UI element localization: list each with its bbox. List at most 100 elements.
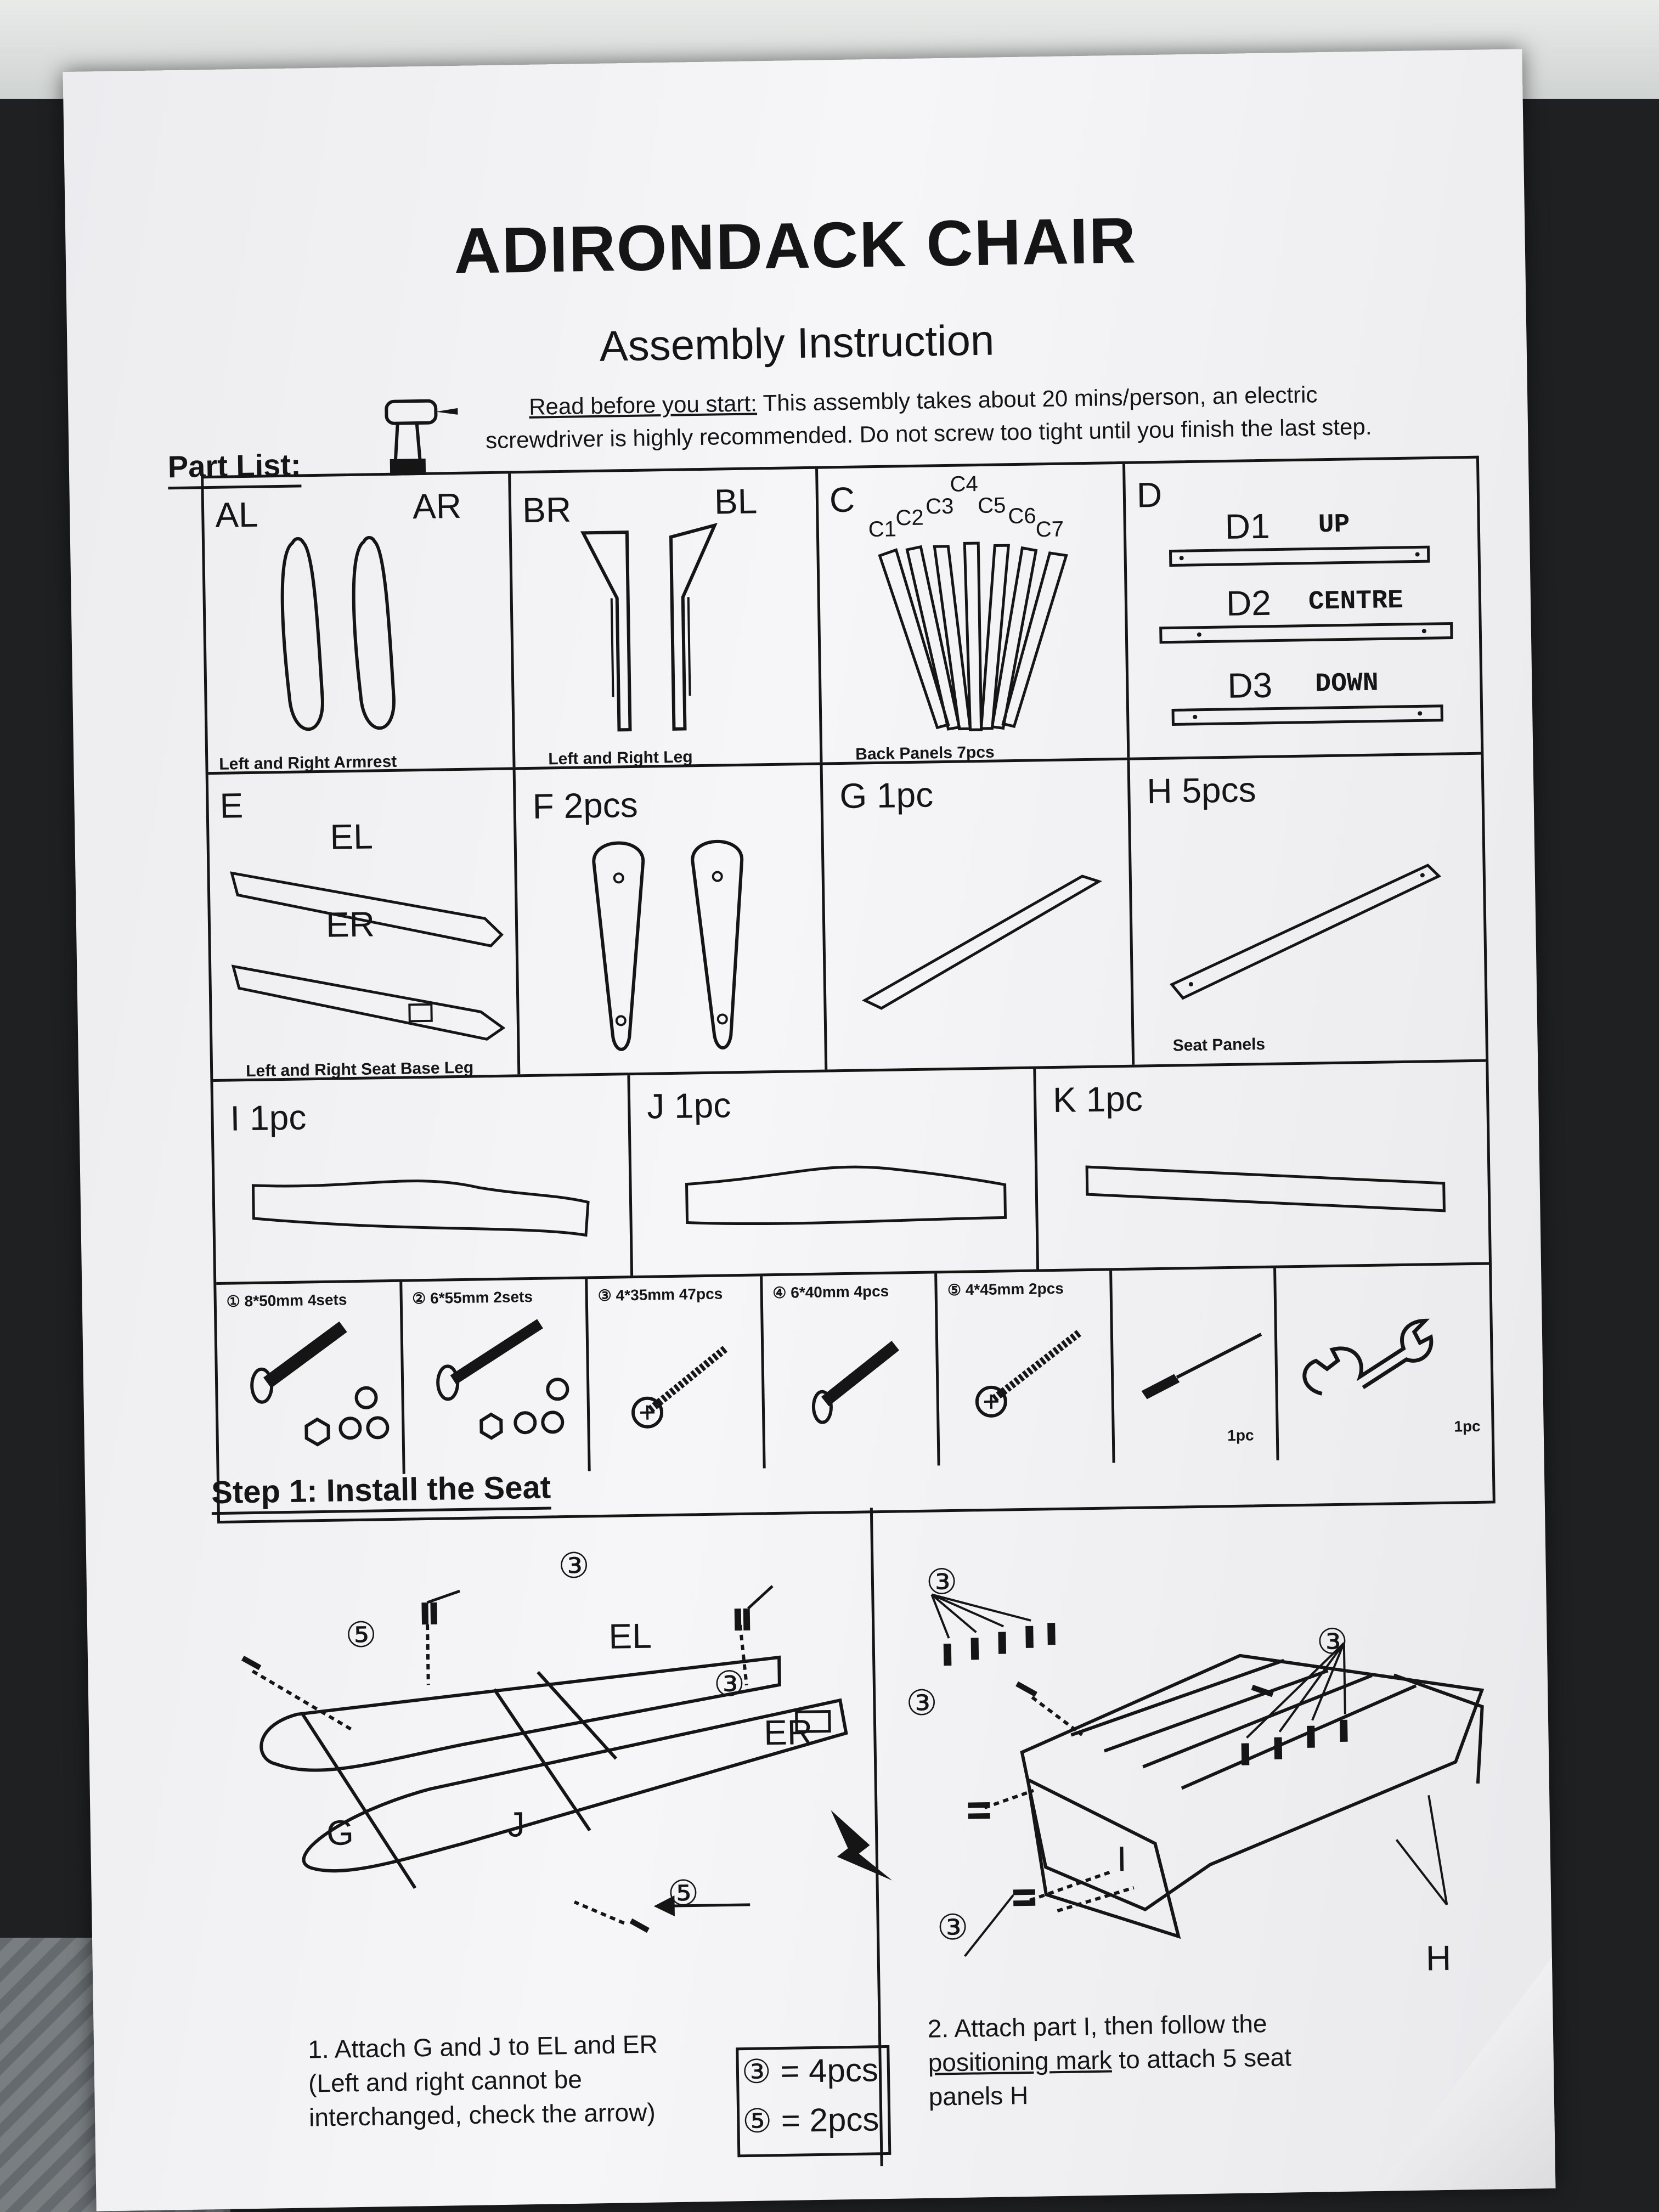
part-caption-a: Left and Right Armrest [219, 752, 397, 774]
page-subtitle: Assembly Instruction [599, 315, 995, 370]
part-label-c1: C1 [868, 517, 897, 542]
i-board-drawing [251, 1180, 590, 1237]
parts-row-3: I 1pc J 1pc K 1pc [213, 1062, 1489, 1285]
hardware-label-1: ① 8*50mm 4sets [226, 1291, 347, 1310]
step1-seat-base-diagram [241, 1585, 893, 1933]
wrench-icon [1302, 1318, 1434, 1396]
parts-row-2: E EL ER Left and Right Seat Base Leg F 2… [208, 754, 1486, 1082]
part-cell-g: G 1pc [822, 760, 1135, 1070]
part-label-d1-pos: UP [1318, 510, 1350, 540]
hardware-cell-1: ① 8*50mm 4sets [216, 1282, 405, 1477]
hardware-label-5: ⑤ 4*45mm 2pcs [947, 1279, 1064, 1299]
hardware-cell-4: ④ 6*40mm 4pcs [762, 1273, 940, 1469]
step1-left-text: 1. Attach G and J to EL and ER (Left and… [308, 2026, 726, 2135]
part-label-c6: C6 [1008, 504, 1036, 529]
part-caption-h: Seat Panels [1172, 1035, 1266, 1055]
callout-screw-3-top: ③ [557, 1545, 590, 1586]
hardware-cell-screwdriver: 1pc [1112, 1268, 1279, 1463]
callout-er: ER [763, 1712, 813, 1753]
callout-screw-3-step2-c: ③ [905, 1683, 938, 1723]
part-label-i: I 1pc [229, 1097, 307, 1138]
callout-h: H [1425, 1938, 1452, 1978]
callout-screw-5-left: ⑤ [345, 1615, 377, 1655]
callout-screw-3-right: ③ [713, 1663, 746, 1704]
part-caption-e: Left and Right Seat Base Leg [245, 1058, 474, 1081]
callout-screw-3-step2-a: ③ [926, 1561, 958, 1602]
step2-seat-panels-diagram [930, 1593, 1485, 1957]
positioning-mark-text: positioning mark [928, 2045, 1113, 2077]
part-label-c: C [829, 479, 855, 520]
part-label-c5: C5 [977, 493, 1006, 518]
part-label-g: G 1pc [839, 775, 934, 816]
part-label-c2: C2 [895, 505, 924, 531]
intro-line-2: screwdriver is highly recommended. Do no… [485, 413, 1372, 454]
screw-4x35-icon [631, 1345, 729, 1429]
callout-i: I [1116, 1839, 1127, 1879]
part-label-f: F 2pcs [532, 785, 639, 826]
part-cell-d: D D1 UP D2 CENTRE D3 DOWN [1125, 459, 1481, 758]
callout-screw-3-step2-d: ③ [936, 1907, 969, 1948]
part-label-al: AL [215, 494, 259, 535]
part-caption-b: Left and Right Leg [548, 748, 693, 769]
hardware-label-4: ④ 6*40mm 4pcs [772, 1282, 889, 1302]
page-title: ADIRONDACK CHAIR [453, 204, 1137, 287]
part-label-ar: AR [412, 486, 462, 527]
intro-text-1: This assembly takes about 20 mins/person… [757, 381, 1318, 416]
part-cell-i: I 1pc [213, 1075, 634, 1283]
callout-g: G [326, 1813, 354, 1853]
part-label-h: H 5pcs [1146, 770, 1257, 811]
bolt-6x40-icon [811, 1340, 899, 1424]
step1-heading: Step 1: Install the Seat [211, 1469, 551, 1515]
f-panels-drawing [592, 839, 744, 1051]
step1-left-text-line-3: interchanged, check the arrow) [308, 2097, 656, 2132]
instruction-sheet: ADIRONDACK CHAIR Assembly Instruction Re… [63, 49, 1556, 2211]
step1-right-text-line-2-rest: to attach 5 seat [1111, 2042, 1292, 2074]
step1-right-text-line-3: panels H [928, 2080, 1029, 2111]
callout-j: J [507, 1804, 526, 1844]
part-cell-e: E EL ER Left and Right Seat Base Leg [208, 770, 521, 1081]
hardware-label-3: ③ 4*35mm 47pcs [597, 1285, 723, 1305]
screwdriver-qty: 1pc [1227, 1426, 1254, 1444]
hardware-row: ① 8*50mm 4sets ② 6*55mm 2sets [216, 1265, 1492, 1477]
k-board-drawing [1085, 1165, 1446, 1212]
screw-4x45-icon [975, 1328, 1084, 1418]
hardware-cell-wrench: 1pc [1276, 1265, 1492, 1460]
bolt-6x55-icon [436, 1319, 569, 1440]
part-label-e: E [219, 786, 244, 826]
step1-count-5: ⑤ = 2pcs [742, 2101, 879, 2140]
part-cell-j: J 1pc [630, 1069, 1040, 1276]
part-label-d: D [1136, 475, 1163, 515]
part-cell-f: F 2pcs [515, 765, 828, 1075]
hardware-label-2: ② 6*55mm 2sets [412, 1288, 533, 1307]
part-label-bl: BL [714, 481, 758, 522]
callout-screw-3-step2-b: ③ [1316, 1621, 1348, 1662]
screwdriver-icon [1141, 1333, 1262, 1400]
leg-drawing [580, 523, 718, 732]
part-cell-h: H 5pcs Seat Panels [1130, 755, 1486, 1065]
wrench-qty: 1pc [1454, 1417, 1481, 1435]
part-cell-c: C C1 C2 C3 C4 C5 C6 C7 [818, 464, 1130, 764]
h-board-drawing [1169, 864, 1442, 1000]
part-label-el: EL [329, 816, 374, 857]
part-label-c3: C3 [925, 494, 954, 519]
callout-screw-5-bottom: ⑤ [667, 1873, 699, 1914]
part-caption-c: Back Panels 7pcs [855, 743, 995, 764]
seat-base-leg-drawing [230, 871, 506, 1041]
part-label-c7: C7 [1035, 517, 1064, 542]
part-label-d1: D1 [1224, 506, 1271, 546]
hardware-cell-3: ③ 4*35mm 47pcs [588, 1276, 766, 1471]
parts-row-1: AL AR Left and Right Armrest BR BL Left … [204, 458, 1481, 775]
armrest-drawing [280, 535, 396, 731]
bolt-8x50-icon [250, 1321, 390, 1447]
part-label-br: BR [522, 489, 572, 531]
parts-table: AL AR Left and Right Armrest BR BL Left … [201, 455, 1496, 1524]
step1-right-text: 2. Attach part I, then follow the positi… [927, 2005, 1379, 2114]
intro-line-1: Read before you start: This assembly tak… [529, 381, 1318, 420]
hardware-cell-5: ⑤ 4*45mm 2pcs [937, 1271, 1115, 1466]
intro-lead: Read before you start: [528, 390, 758, 420]
d-boards-drawing [1159, 545, 1453, 726]
part-cell-k: K 1pc [1036, 1062, 1489, 1269]
part-label-j: J 1pc [646, 1085, 731, 1126]
part-label-k: K 1pc [1052, 1079, 1143, 1120]
part-label-c4: C4 [950, 472, 979, 496]
